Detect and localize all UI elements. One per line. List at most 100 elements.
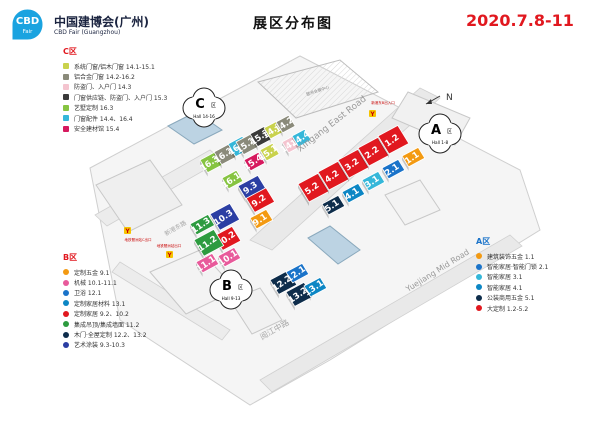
legend-label: 机械 10.1-11.1 <box>74 280 117 288</box>
legend-label: 定制家居 9.2、10.2 <box>74 311 129 319</box>
hall-block-9-2[interactable]: 9.2 <box>245 186 276 217</box>
hall-block-4-2[interactable]: 4.2 <box>317 160 350 194</box>
legend-label: 建筑装饰五金 1.1 <box>487 253 535 261</box>
hall-block-5-1[interactable]: 5.1 <box>321 194 346 219</box>
hall-block-side <box>292 136 299 151</box>
legend-swatch <box>63 269 69 276</box>
legend-label: 木门·全屋定制 12.2、13.2 <box>74 332 147 340</box>
hall-block-11-1[interactable]: 11.1 <box>195 252 220 277</box>
hall-a-range: Hall 1-8 <box>432 140 449 145</box>
legend-label: 智能家居 4.1 <box>487 284 523 292</box>
legend-item: 门窗供应链、防盗门、入户门 15.3 <box>63 92 167 102</box>
legend-item: 安全建材馆 15.4 <box>63 123 167 133</box>
hall-blocks: 16.316.216.416.115.215.315.415.114.114.2… <box>189 114 426 311</box>
hall-block-2-1[interactable]: 2.1 <box>381 158 406 183</box>
entrance-label-b: 地铁琶洲站出口 <box>157 243 182 248</box>
hall-block-side <box>260 150 267 165</box>
logo-top-text: CBD <box>16 16 39 27</box>
legend-label: 安全建材馆 15.4 <box>74 126 120 134</box>
hall-block-shape <box>401 146 426 168</box>
legend-swatch <box>476 305 482 312</box>
hall-block-16-3[interactable]: 16.3 <box>198 151 223 177</box>
legend-label: 卫浴 12.1 <box>74 290 102 298</box>
hall-block-3-1[interactable]: 3.1 <box>361 170 386 195</box>
hall-block-1-2[interactable]: 1.2 <box>377 124 410 158</box>
hall-b-range: Hall 9-13 <box>222 296 241 301</box>
hall-block-side <box>214 152 222 169</box>
hall-block-13-1[interactable]: 13.1 <box>303 276 328 301</box>
legend-swatch <box>63 94 69 101</box>
hall-block-14-4[interactable]: 14.4 <box>289 128 312 151</box>
legend-swatch <box>63 341 69 348</box>
hall-block-side <box>382 168 389 183</box>
hall-block-side <box>200 160 208 177</box>
legend-item: 智能家居 4.1 <box>476 282 548 292</box>
hall-block-shape <box>341 182 366 204</box>
metro-y-icon: Y <box>369 111 375 118</box>
hall-c-badge[interactable]: C 区 Hall 14-16 <box>182 87 226 128</box>
hall-block-shape <box>195 252 220 274</box>
legend-swatch <box>63 125 69 132</box>
hall-b-zone: 区 <box>238 285 243 291</box>
hall-block-2-2[interactable]: 2.2 <box>357 136 390 170</box>
entrance-marker-a[interactable]: Y 新港东B出入口 <box>369 100 395 118</box>
hall-a-badge[interactable]: A 区 Hall 1-8 <box>418 113 462 154</box>
hall-block-3-2[interactable]: 3.2 <box>337 148 370 182</box>
hall-block-shape <box>303 276 328 298</box>
hall-block-side <box>342 192 349 207</box>
legend-item: 系统门窗/铝木门窗 14.1-15.1 <box>63 61 167 71</box>
hall-block-shape <box>285 262 310 284</box>
legend-swatch <box>476 284 482 291</box>
metro-y-icon: Y <box>124 228 130 235</box>
hall-block-side <box>190 224 197 239</box>
hall-block-side <box>222 178 229 193</box>
hall-b-letter: B <box>222 279 232 294</box>
legend-swatch <box>63 279 69 286</box>
hall-block-shape <box>381 158 406 180</box>
hall-block-11-2[interactable]: 11.2 <box>193 228 225 261</box>
hall-block-side <box>298 184 309 206</box>
legend-swatch <box>63 289 69 296</box>
hall-block-side <box>322 204 329 219</box>
hall-block-shape <box>237 174 267 200</box>
legend-label: 门窗配件 14.4、16.4 <box>74 115 133 123</box>
legend-label: 集成吊顶/集成墙面 11.2 <box>74 321 140 329</box>
hall-block-side <box>270 280 279 299</box>
hall-block-side <box>286 292 295 311</box>
hall-block-10-3[interactable]: 10.3 <box>209 202 241 235</box>
hall-block-shape <box>209 202 241 231</box>
legend-swatch <box>63 115 69 122</box>
header: CBD Fair 中国建博会(广州) CBD Fair (Guangzhou) … <box>0 0 600 44</box>
hall-block-9-3[interactable]: 9.3 <box>237 174 267 203</box>
block-grey-right <box>384 179 441 226</box>
entrance-marker-c[interactable]: Y 地铁琶洲站C出口 <box>124 227 152 242</box>
legend-item: 公装商用五金 5.1 <box>476 293 548 303</box>
hall-block-shape <box>199 151 223 174</box>
hall-block-shape <box>193 228 225 257</box>
entrance-marker-b[interactable]: Y 地铁琶洲站出口 <box>157 243 182 259</box>
hall-block-side <box>282 142 289 157</box>
hall-block-shape <box>361 170 386 192</box>
hall-block-5-2[interactable]: 5.2 <box>297 172 330 206</box>
hall-block-side <box>250 218 257 233</box>
legend-label: 智能家居 3.1 <box>487 274 523 282</box>
legend-swatch <box>476 263 482 270</box>
yuejiang-mid-road <box>259 234 523 393</box>
entrance-label-c: 地铁琶洲站C出口 <box>125 237 152 242</box>
legend-label: 系统门窗/铝木门窗 14.1-15.1 <box>74 63 155 71</box>
hall-block-shape <box>297 172 330 203</box>
hall-block-4-1[interactable]: 4.1 <box>341 182 366 207</box>
hall-block-1-1[interactable]: 1.1 <box>401 146 426 171</box>
legend-swatch <box>476 253 482 260</box>
hall-a-zone: 区 <box>447 129 452 135</box>
hall-block-9-1[interactable]: 9.1 <box>249 208 274 233</box>
legend-label: 公装商用五金 5.1 <box>487 295 535 303</box>
hall-block-side <box>246 198 255 217</box>
hall-block-shape <box>337 148 370 179</box>
legend-swatch <box>476 294 482 301</box>
hall-b-badge[interactable]: B 区 Hall 9-13 <box>209 269 253 310</box>
